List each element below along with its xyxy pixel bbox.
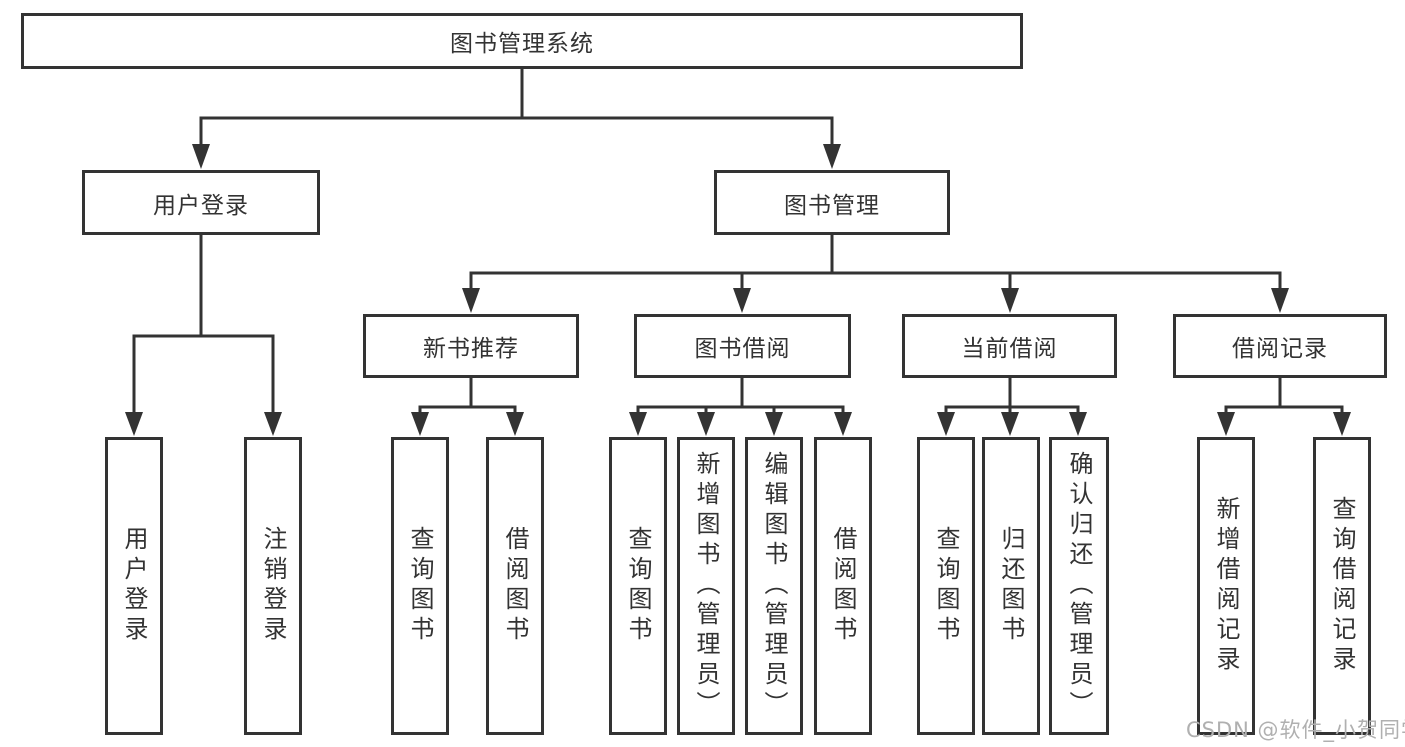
leaf-logout: 注销登录	[244, 437, 302, 735]
leaf-label: 查询图书	[932, 526, 960, 646]
leaf-add-borrow-record: 新增借阅记录	[1197, 437, 1255, 735]
arrowheads	[125, 144, 1351, 436]
leaf-label: 确认归还（管理员）	[1065, 451, 1093, 721]
leaf-edit-books-admin: 编辑图书（管理员）	[745, 437, 803, 735]
leaf-recommend-query-books: 查询图书	[391, 437, 449, 735]
node-book-borrowing: 图书借阅	[634, 314, 851, 378]
leaf-recommend-borrow-books: 借阅图书	[486, 437, 544, 735]
leaf-label: 借阅图书	[829, 526, 857, 646]
leaf-label: 新增图书（管理员）	[692, 451, 720, 721]
leaf-current-query-books: 查询图书	[917, 437, 975, 735]
node-book-management-branch: 图书管理	[714, 170, 950, 235]
node-user-login-branch: 用户登录	[82, 170, 320, 235]
leaf-label: 查询借阅记录	[1328, 496, 1356, 676]
node-current-borrowing: 当前借阅	[902, 314, 1117, 378]
leaf-confirm-return-admin: 确认归还（管理员）	[1049, 437, 1109, 735]
leaf-query-borrow-record: 查询借阅记录	[1313, 437, 1371, 735]
leaf-label: 注销登录	[259, 526, 287, 646]
leaf-label: 查询图书	[406, 526, 434, 646]
csdn-watermark: CSDN @软件_小贺同学	[1186, 718, 1405, 742]
leaf-label: 借阅图书	[501, 526, 529, 646]
leaf-label: 新增借阅记录	[1212, 496, 1240, 676]
leaf-add-books-admin: 新增图书（管理员）	[677, 437, 735, 735]
leaf-return-books: 归还图书	[982, 437, 1040, 735]
leaf-label: 用户登录	[120, 526, 148, 646]
leaf-label: 查询图书	[624, 526, 652, 646]
node-borrowing-records: 借阅记录	[1173, 314, 1387, 378]
leaf-label: 编辑图书（管理员）	[760, 451, 788, 721]
node-library-management-system: 图书管理系统	[21, 13, 1023, 69]
leaf-borrow-query-books: 查询图书	[609, 437, 667, 735]
leaf-borrow-books: 借阅图书	[814, 437, 872, 735]
leaf-label: 归还图书	[997, 526, 1025, 646]
node-new-book-recommendation: 新书推荐	[363, 314, 579, 378]
leaf-user-login: 用户登录	[105, 437, 163, 735]
